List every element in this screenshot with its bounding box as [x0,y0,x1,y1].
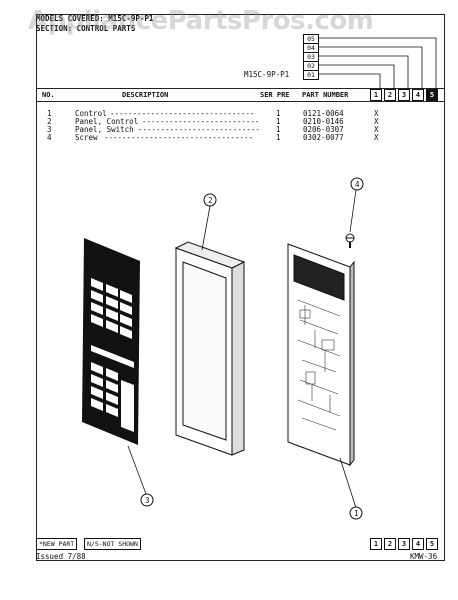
callout-2: 2 [208,196,213,205]
screw-part [345,233,355,248]
control-board-part [287,243,355,467]
section-title: SECTION: CONTROL PARTS [36,24,136,33]
issued-date: Issued 7/88 [36,552,86,561]
callout-circles [140,177,364,520]
header-part-number: PART NUMBER [302,91,349,99]
header-col-1: 1 [370,89,382,101]
callout-4: 4 [355,180,360,189]
header-no: NO. [42,91,55,99]
callout-4-circle [350,177,364,191]
header-col-5: 5 [426,89,438,101]
header-col-2: 2 [384,89,396,101]
callout-3: 3 [145,496,150,505]
callout-1: 1 [354,509,359,518]
footer-col-3: 3 [398,538,410,550]
header-ser-pre: SER PRE [260,91,290,99]
model-code-leaders [318,37,437,89]
callout-3-circle [140,493,154,507]
model-column-label: M15C-9P-P1 [244,70,290,79]
switch-panel-part [82,238,140,445]
not-shown-legend: N/S-NOT SHOWN [84,538,141,550]
footer-col-4: 4 [412,538,424,550]
footer-col-5: 5 [426,538,438,550]
footer-col-1: 1 [370,538,382,550]
footer-bar: *NEW PART N/S-NOT SHOWN [36,538,445,550]
switch-panel-keys [91,278,134,432]
watermark-text: AppliancePartsPros.com [28,6,374,36]
header-description: DESCRIPTION [122,91,169,99]
page-frame [36,14,445,561]
header-col-4: 4 [412,89,424,101]
control-panel-frame [174,241,246,456]
callout-2-circle [203,193,217,207]
model-code-01: 01 [303,70,319,80]
callout-1-circle [349,506,363,520]
header-col-3: 3 [398,89,410,101]
new-part-legend: *NEW PART [36,538,78,550]
table-header: NO. DESCRIPTION SER PRE PART NUMBER [36,88,445,102]
models-covered: MODELS COVERED: M15C-9P-P1 [36,14,154,23]
page-code: KMW-36 [410,552,438,561]
footer-col-2: 2 [384,538,396,550]
